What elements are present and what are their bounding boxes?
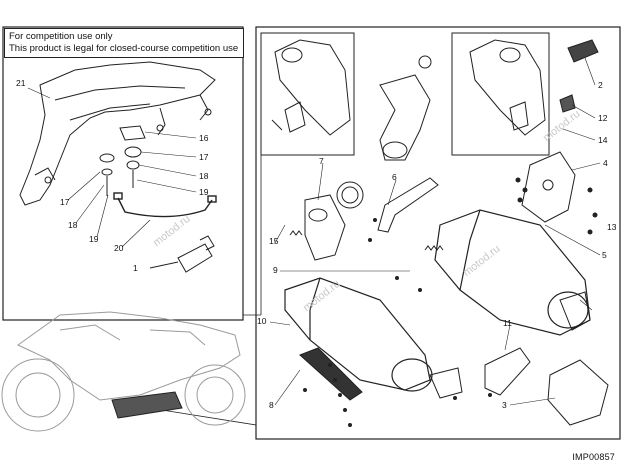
mounting-bracket-6 [377, 177, 439, 233]
competition-notice: For competition use only This product is… [4, 28, 244, 58]
heat-mat-3 [547, 359, 609, 426]
shield-8 [299, 347, 363, 401]
header-pipe [379, 55, 432, 161]
callout-18a: 18 [199, 171, 209, 181]
callout-13: 13 [607, 222, 617, 232]
callout-20: 20 [114, 243, 124, 253]
callout-9: 9 [273, 265, 278, 275]
highlighted-exhaust-silhouette [111, 391, 183, 419]
inset-left-flange [271, 39, 351, 136]
callout-1: 1 [133, 263, 138, 273]
callout-11: 11 [503, 318, 512, 328]
gasket-set [304, 181, 364, 261]
inset-right-flange [469, 39, 546, 136]
notice-line-2: This product is legal for closed-course … [9, 43, 239, 54]
callout-17b: 17 [60, 197, 70, 207]
heat-shield [521, 151, 576, 223]
callout-8: 8 [269, 400, 274, 410]
notice-line-1: For competition use only [9, 31, 113, 42]
callout-3: 3 [502, 400, 507, 410]
callout-4: 4 [603, 158, 608, 168]
inset-right-frame [451, 32, 550, 156]
mount-stack [99, 125, 146, 196]
wiring-harness [113, 192, 217, 218]
callout-5: 5 [602, 250, 607, 260]
callout-10: 10 [257, 316, 267, 326]
diagram-code: IMP00857 [572, 452, 615, 462]
callout-15: 15 [269, 236, 279, 246]
connector-2 [567, 39, 599, 63]
relay-connector [149, 235, 215, 273]
callout-6: 6 [392, 172, 397, 182]
bracket-11 [484, 347, 531, 396]
inset-left-frame [260, 32, 355, 156]
callout-17a: 17 [199, 152, 209, 162]
callout-12: 12 [598, 113, 608, 123]
callout-18b: 18 [68, 220, 78, 230]
callout-19a: 19 [199, 187, 209, 197]
silencer-left [284, 277, 433, 392]
leader-lines [27, 57, 601, 406]
fairing-bracket [19, 61, 216, 206]
springs [289, 230, 444, 251]
fasteners [303, 177, 598, 427]
callout-21: 21 [16, 78, 26, 88]
callout-7: 7 [319, 156, 324, 166]
end-cap-parts [429, 291, 591, 399]
callout-14: 14 [598, 135, 608, 145]
callout-2: 2 [598, 80, 603, 90]
exhaust-panel-frame [255, 26, 621, 440]
callout-16: 16 [199, 133, 209, 143]
callout-19b: 19 [89, 234, 99, 244]
motorcycle-silhouette [1, 311, 246, 432]
left-detail-frame [2, 26, 244, 321]
clamp-12 [559, 94, 576, 113]
